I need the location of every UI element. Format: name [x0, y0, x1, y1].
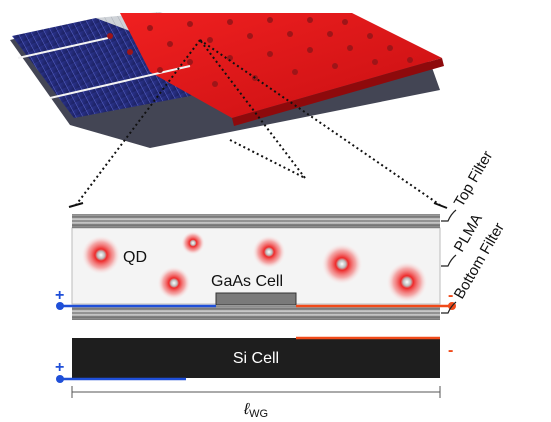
si-cell [72, 338, 440, 378]
gaas-cell [215, 292, 297, 306]
si-cell-label: Si Cell [233, 350, 279, 367]
zoom-tick-left [68, 202, 84, 208]
busbar-1 [17, 37, 109, 59]
glowing-dot-icon [252, 235, 286, 269]
busbar-2 [49, 65, 191, 99]
top-filter-label: Top Filter [451, 148, 497, 210]
zoom-tick-right [433, 202, 448, 209]
qd-label: QD [123, 249, 147, 266]
si-minus-sign: - [448, 342, 453, 359]
glowing-dot-icon [386, 261, 428, 303]
si-plus-sign: + [55, 359, 64, 376]
si-terminal-positive [56, 375, 64, 383]
glowing-dot-icon [321, 243, 363, 285]
zoom-lines [75, 39, 441, 206]
luminescent-waveguide-surface [120, 13, 442, 118]
length-label: ℓWG [243, 401, 268, 420]
glowing-dot-icon [81, 235, 121, 275]
gaas-cell-label: GaAs Cell [211, 273, 283, 290]
embedded-gaas-cells [107, 17, 413, 87]
module-3d-view [10, 12, 448, 209]
glowing-dot-icon [181, 231, 205, 255]
si-panel-surface [12, 18, 232, 118]
gaas-terminal-positive [56, 302, 64, 310]
gaas-plus-sign: + [55, 287, 64, 304]
layer-callouts [441, 209, 457, 314]
luminescent-waveguide-front [232, 58, 444, 126]
cross-section: QD GaAs Cell + - Si Cell + - ℓWG Top Fil… [55, 148, 508, 420]
quantum-dots [81, 231, 428, 303]
plma-waveguide [71, 227, 441, 305]
glowing-dot-icon [157, 266, 191, 300]
gaas-minus-sign: - [448, 287, 453, 304]
